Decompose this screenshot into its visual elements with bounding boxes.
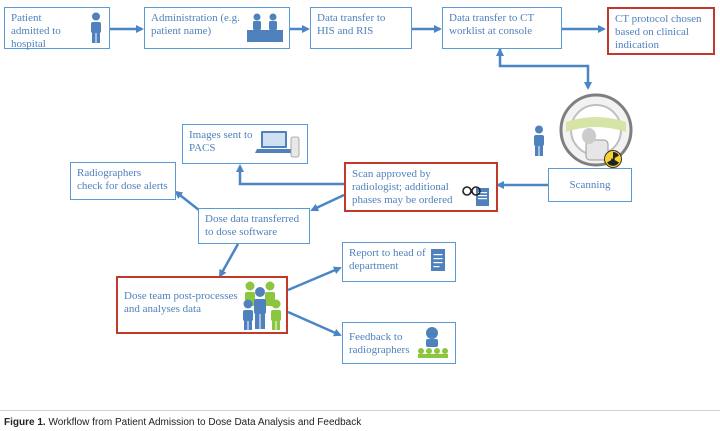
node-label: Feedback to radiographers bbox=[349, 331, 410, 356]
glasses-document-icon bbox=[462, 186, 489, 206]
node-ct-protocol: CT protocol chosen based on clinical ind… bbox=[607, 7, 715, 55]
node-label: Dose team post-processes and analyses da… bbox=[124, 290, 238, 315]
node-report-head: Report to head of department bbox=[342, 242, 456, 282]
node-label: Scan approved by radiologist; additional… bbox=[352, 168, 453, 206]
laptop-icon bbox=[255, 131, 300, 158]
radiation-icon bbox=[604, 150, 622, 168]
arrow-team-to-feedback bbox=[287, 310, 342, 337]
node-label: Scanning bbox=[569, 179, 611, 191]
arrow-approved-to-pacs bbox=[236, 164, 344, 186]
node-dose-transferred: Dose data transferred to dose software bbox=[198, 208, 310, 244]
node-patient-admitted: Patient admitted to hospital bbox=[4, 7, 110, 50]
node-feedback: Feedback to radiographers bbox=[342, 322, 456, 364]
figure-caption: Figure 1. Workflow from Patient Admissio… bbox=[4, 417, 361, 428]
node-administration: Administration (e.g. patient name) bbox=[144, 7, 290, 49]
node-label: Report to head of department bbox=[349, 247, 426, 272]
arrow-team-to-report bbox=[287, 266, 342, 292]
document-icon bbox=[431, 249, 445, 271]
node-label: Patient admitted to hospital bbox=[11, 12, 61, 50]
node-label: Dose data transferred to dose software bbox=[205, 213, 300, 238]
node-scan-approved: Scan approved by radiologist; additional… bbox=[344, 162, 498, 212]
node-label: Data transfer to CT worklist at console bbox=[449, 12, 535, 37]
caption-text: Workflow from Patient Admission to Dose … bbox=[48, 417, 362, 428]
caption-divider bbox=[0, 410, 720, 411]
node-label: Images sent to PACS bbox=[189, 129, 253, 154]
node-transfer-his: Data transfer to HIS and RIS bbox=[310, 7, 412, 49]
arrow-approved-to-dose bbox=[310, 193, 345, 212]
arrow-dose-to-team bbox=[218, 243, 240, 278]
team-icon bbox=[243, 281, 281, 330]
reception-desk-icon bbox=[247, 13, 283, 42]
node-label: Data transfer to HIS and RIS bbox=[317, 12, 386, 37]
person-icon bbox=[534, 125, 544, 156]
node-label: Radiographers check for dose alerts bbox=[77, 167, 168, 192]
ct-scanner-icon bbox=[559, 93, 633, 167]
meeting-icon bbox=[418, 327, 448, 358]
caption-label: Figure 1. bbox=[4, 417, 46, 428]
connector-arrows bbox=[110, 25, 606, 337]
node-transfer-ct: Data transfer to CT worklist at console bbox=[442, 7, 562, 49]
node-label: CT protocol chosen based on clinical ind… bbox=[615, 13, 702, 51]
node-dose-team: Dose team post-processes and analyses da… bbox=[116, 276, 288, 334]
arrow-worklist-down bbox=[498, 47, 592, 90]
node-label: Administration (e.g. patient name) bbox=[151, 12, 240, 37]
node-images-pacs: Images sent to PACS bbox=[182, 124, 308, 164]
node-scanning: Scanning bbox=[548, 168, 632, 202]
person-icon bbox=[91, 12, 101, 43]
node-radiographers-check: Radiographers check for dose alerts bbox=[70, 162, 176, 200]
